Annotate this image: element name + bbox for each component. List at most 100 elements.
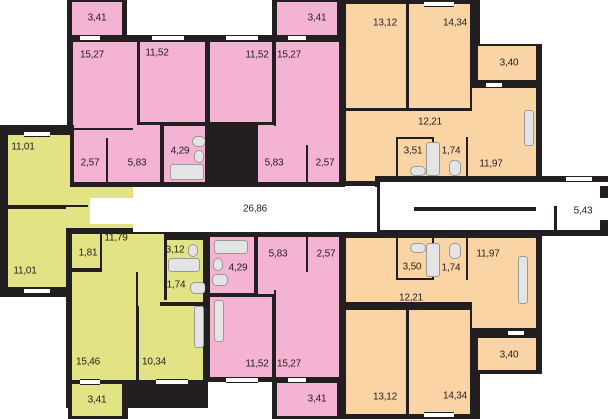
area-label: 3,50: [402, 261, 422, 273]
area-label: 11,01: [11, 141, 35, 153]
wall: [73, 128, 133, 130]
window: [24, 288, 50, 294]
balcony-pink-tl: [72, 2, 122, 35]
room-bottom-yellow: [8, 209, 70, 287]
wall: [600, 220, 608, 232]
area-label: 11,52: [245, 49, 269, 61]
wall: [466, 238, 468, 280]
wall: [396, 278, 434, 280]
balcony-orange-b: [478, 338, 536, 370]
sink-icon: [410, 166, 426, 176]
kitchen-pink-tr: [210, 42, 272, 122]
area-label: 1,81: [78, 247, 98, 259]
corridor-end: [90, 198, 138, 224]
toilet-icon: [212, 274, 228, 286]
bathtub-icon: [214, 240, 248, 254]
area-label: 5,83: [264, 157, 284, 169]
area-label: 11,97: [479, 158, 503, 170]
window: [424, 1, 454, 7]
area-label: 15,27: [276, 49, 302, 61]
stove-icon: [214, 300, 224, 342]
balcony-pink-b: [277, 383, 337, 416]
area-label: 15,46: [75, 356, 101, 368]
stove-icon: [518, 256, 528, 304]
living-pink-b: [276, 272, 339, 377]
stove-icon: [524, 110, 534, 146]
room1-orange-b: [346, 310, 406, 414]
window: [508, 330, 524, 336]
area-label: 2,57: [316, 248, 336, 260]
stair-hall-area-label: 5,43: [573, 205, 593, 217]
window: [80, 35, 100, 41]
window: [24, 131, 50, 137]
sink-icon: [410, 243, 426, 253]
corridor-area-label: 26,86: [242, 203, 268, 215]
area-label: 3,51: [403, 145, 423, 157]
toilet-icon: [192, 136, 206, 147]
window: [226, 35, 258, 41]
storage-yellow: [72, 234, 100, 268]
area-label: 1,74: [441, 262, 461, 274]
area-label: 1,74: [166, 279, 186, 291]
bathtub-icon: [426, 243, 440, 277]
wall: [274, 42, 276, 126]
area-label: 4,29: [228, 262, 248, 274]
area-label: 5,83: [268, 248, 288, 260]
bathtub-icon: [170, 164, 204, 180]
wall: [396, 137, 434, 139]
kitchen-pink-tl: [140, 42, 205, 122]
wall: [396, 238, 398, 280]
hall3-yellow: [136, 234, 160, 306]
room2-orange-top: [409, 4, 470, 108]
stove-icon: [194, 306, 204, 348]
area-label: 5,83: [127, 157, 147, 169]
wall: [554, 206, 557, 230]
balcony-orange-top: [478, 46, 536, 80]
area-label: 11,79: [104, 232, 128, 244]
window: [486, 82, 502, 88]
wall: [466, 137, 468, 181]
stair-divider: [414, 207, 536, 211]
area-label: 13,12: [372, 17, 398, 29]
area-label: 14,34: [442, 390, 468, 402]
area-label: 11,52: [145, 47, 169, 59]
wall: [164, 240, 167, 300]
area-label: 14,34: [442, 17, 468, 29]
bathtub-icon: [168, 258, 200, 272]
area-label: 12,21: [398, 292, 424, 304]
sink-icon: [188, 244, 198, 257]
area-label: 4,29: [223, 145, 243, 157]
area-label: 4,29: [170, 145, 190, 157]
wall: [306, 145, 308, 182]
room1-orange-top: [346, 4, 406, 108]
wall: [106, 138, 108, 182]
wall: [600, 186, 608, 198]
hall-pink-tr: [258, 125, 339, 182]
room-top-yellow: [8, 135, 70, 205]
window: [80, 379, 100, 385]
area-label: 1,74: [441, 145, 461, 157]
area-label: 2,57: [315, 157, 335, 169]
area-label: 3,41: [87, 394, 107, 406]
toilet-icon: [449, 160, 461, 176]
wall: [274, 290, 276, 378]
area-label: 2,57: [80, 157, 100, 169]
window: [226, 377, 258, 383]
window: [156, 379, 188, 385]
area-label: 11,52: [245, 358, 269, 370]
wall: [396, 137, 398, 181]
area-label: 11,97: [476, 248, 500, 260]
kitchen-yellow: [139, 306, 203, 380]
area-label: 3,41: [307, 12, 327, 24]
toilet-icon: [449, 243, 461, 259]
wall: [306, 237, 308, 272]
wall: [136, 272, 138, 380]
balcony-yellow-inner: [72, 384, 122, 416]
stair-hall: [560, 182, 600, 230]
window: [566, 176, 592, 182]
wall: [8, 205, 88, 207]
area-label: 3,41: [307, 393, 327, 405]
area-label: 3,12: [165, 244, 185, 256]
area-label: 13,12: [372, 391, 398, 403]
area-label: 12,21: [417, 116, 443, 128]
